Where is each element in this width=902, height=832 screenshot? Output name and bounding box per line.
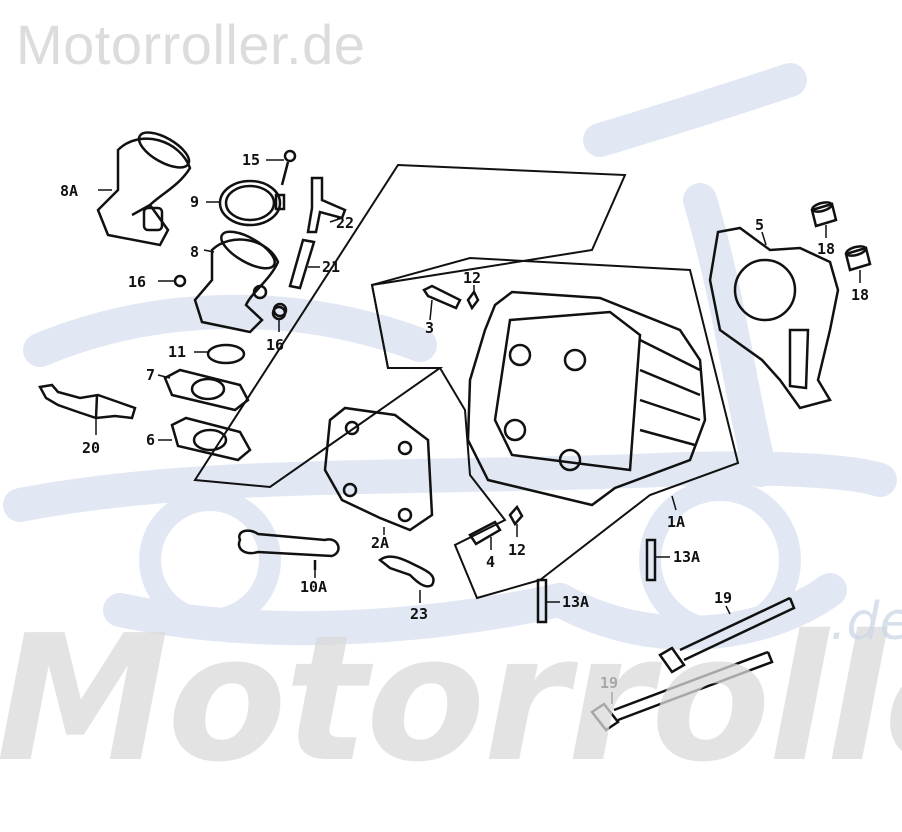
stud-13a-right [645, 538, 657, 582]
callout-10a: 10A [300, 578, 327, 596]
callout-23: 23 [410, 605, 428, 623]
vacuum-hose-21 [288, 238, 316, 290]
o-ring-11 [206, 343, 246, 365]
callout-19-upper: 19 [714, 589, 732, 607]
vacuum-t-pipe-22 [306, 176, 347, 234]
callout-18-lower: 18 [851, 286, 869, 304]
callout-4: 4 [486, 553, 495, 571]
callout-20: 20 [82, 439, 100, 457]
callout-13a-right: 13A [673, 548, 700, 566]
washer-12-lower [508, 504, 524, 527]
hose-clamp-9 [218, 179, 286, 227]
spark-plug-20 [38, 383, 137, 420]
long-bolt-19-lower [590, 650, 774, 732]
clip-23 [377, 555, 435, 588]
callout-3: 3 [425, 319, 434, 337]
cylinder-head-1a [466, 290, 707, 507]
dowel-pin-18-upper [810, 201, 838, 228]
pipe-10a [237, 529, 340, 570]
callout-5: 5 [755, 216, 764, 234]
callout-22: 22 [336, 214, 354, 232]
watermark-bottom-text: Motorroller [0, 598, 902, 801]
callout-16-left: 16 [128, 273, 146, 291]
callout-1a: 1A [667, 513, 685, 531]
callout-15: 15 [242, 151, 260, 169]
watermark-tld-text: .de [830, 592, 902, 652]
callout-6: 6 [146, 431, 155, 449]
intake-manifold-8a [96, 131, 192, 247]
callout-11: 11 [168, 343, 186, 361]
bolt-15 [280, 149, 297, 186]
callout-13a-left: 13A [562, 593, 589, 611]
callout-16-right: 16 [266, 336, 284, 354]
cylinder-head-outline-box [370, 256, 740, 600]
bolt-3 [422, 284, 462, 310]
stud-13a-left [536, 578, 548, 624]
callout-12-upper: 12 [463, 269, 481, 287]
watermark-top-text: Motorroller.de [16, 13, 366, 76]
callout-7: 7 [146, 366, 155, 384]
insulator-gasket-7 [163, 368, 250, 412]
bolt-4 [468, 520, 502, 546]
callout-21: 21 [322, 258, 340, 276]
callout-19-lower: 19 [600, 674, 618, 692]
intake-group-outline-box [193, 163, 627, 489]
callout-12-lower: 12 [508, 541, 526, 559]
dowel-pin-18-lower [844, 245, 872, 272]
washer-12-upper [466, 289, 480, 311]
callout-8: 8 [190, 243, 199, 261]
scooter-watermark-graphic [3, 63, 897, 650]
long-bolt-19-upper [658, 596, 796, 674]
leader-lines [95, 159, 861, 704]
nut-16-left [173, 274, 187, 288]
callout-2a: 2A [371, 534, 389, 552]
callout-labels: 8A 15 9 22 8 21 16 16 11 7 6 20 12 3 5 1… [60, 151, 869, 692]
head-gasket-5 [708, 226, 840, 410]
callout-8a: 8A [60, 182, 78, 200]
rocker-arm-holder-2a [323, 406, 434, 532]
nut-16-right [271, 305, 287, 321]
callout-18-upper: 18 [817, 240, 835, 258]
intake-gasket-6 [170, 416, 252, 462]
callout-9: 9 [190, 193, 199, 211]
